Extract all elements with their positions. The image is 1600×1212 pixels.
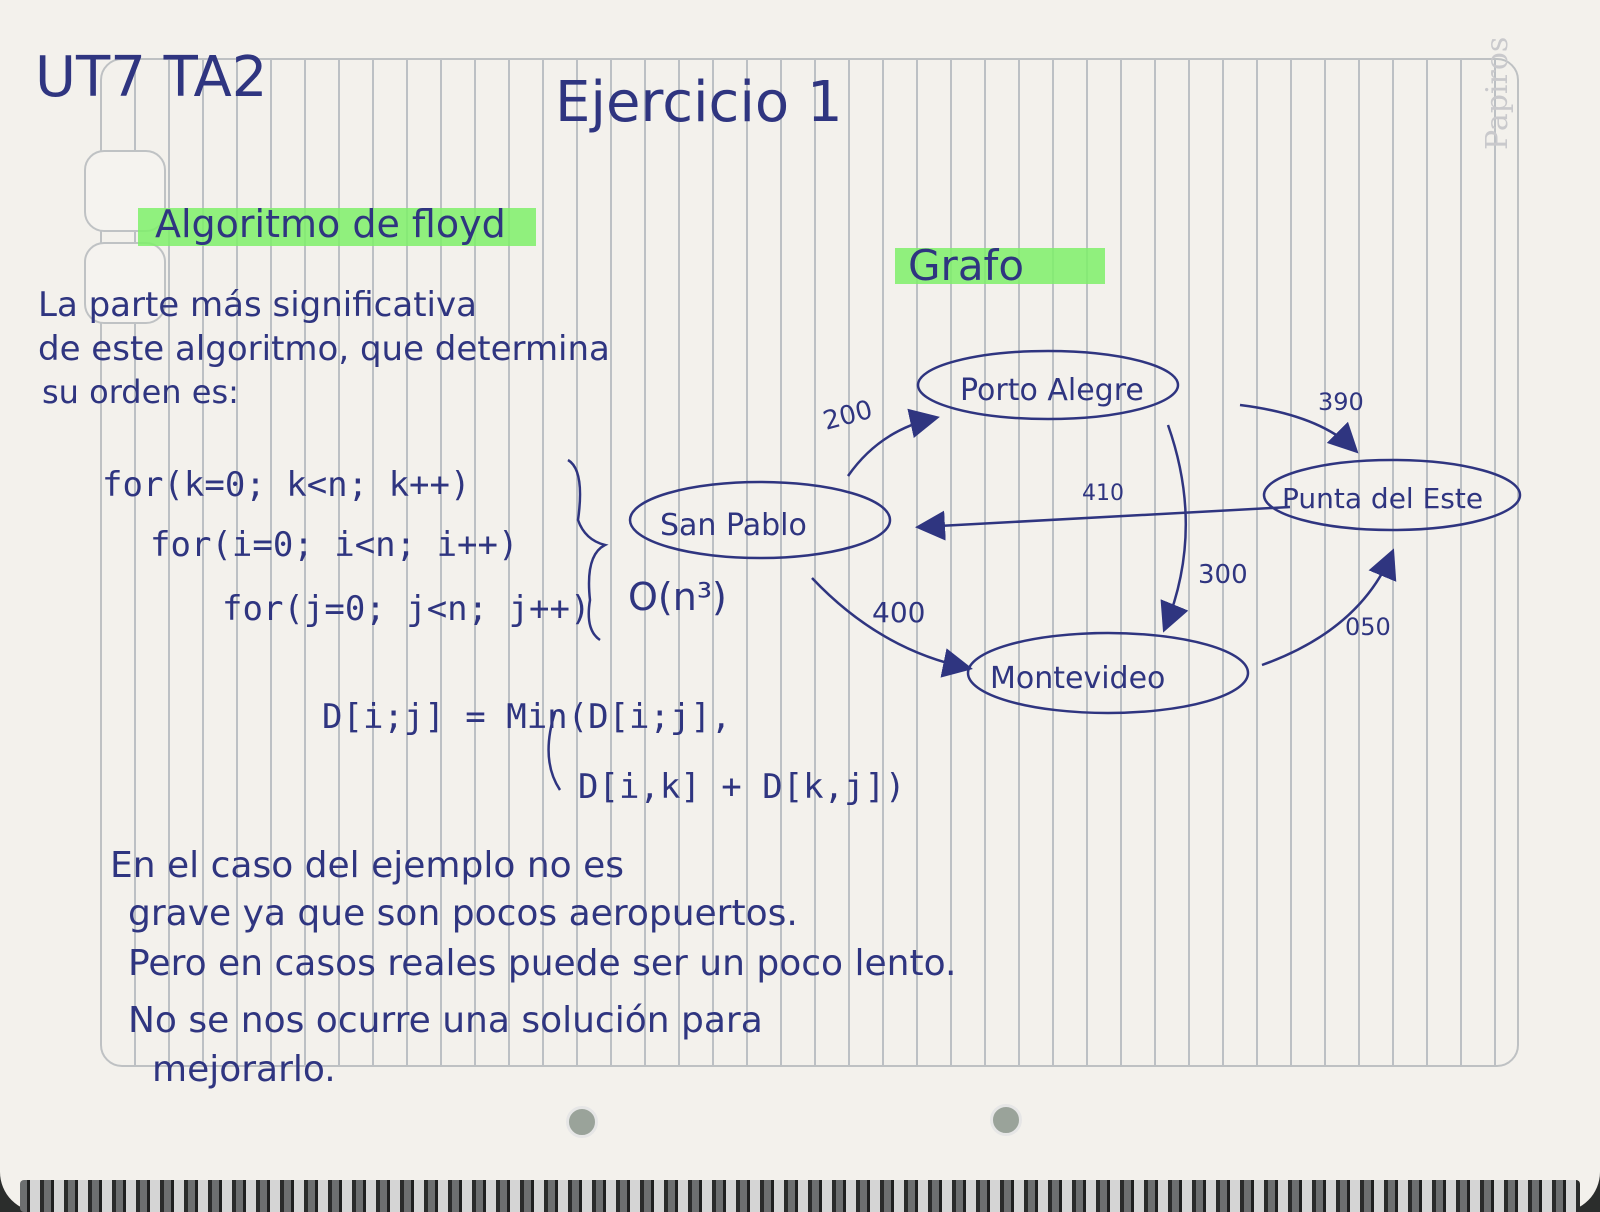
code-assign: D[i;j] = Min(D[i;j],: [322, 697, 732, 737]
label-punta-del-este: Punta del Este: [1282, 482, 1483, 515]
highlight-graph: [895, 248, 1105, 284]
edge-sp-mvd: [811, 577, 973, 678]
label-sao-pablo: San Pablo: [660, 508, 807, 543]
weight-pa-pde: 390: [1318, 388, 1364, 416]
label-porto-alegre: Porto Alegre: [960, 373, 1144, 408]
brand-logo: Papiros: [1480, 36, 1515, 150]
page-title: Ejercicio 1: [555, 70, 843, 135]
loop-brace: [567, 458, 609, 642]
paren: [547, 711, 562, 791]
algorithm-heading: Algoritmo de floyd: [155, 202, 506, 246]
graph-heading: Grafo: [908, 241, 1025, 290]
weight-sp-mvd: 400: [872, 596, 925, 629]
conclusion-line: grave ya que son pocos aeropuertos.: [128, 893, 798, 934]
weight-pde-sp: 410: [1082, 481, 1124, 506]
code-assign: D[i,k] + D[k,j]): [578, 767, 906, 807]
binding-hole: [990, 1104, 1022, 1136]
complexity-label: O(n³): [628, 575, 727, 619]
edge-sp-pa: [846, 408, 940, 477]
node-porto-alegre: [916, 349, 1180, 421]
spiral-binding: [20, 1180, 1580, 1212]
conclusion-line: mejorarlo.: [152, 1049, 336, 1090]
label-montevideo: Montevideo: [990, 661, 1165, 696]
intro-line: La parte más significativa: [38, 285, 477, 325]
conclusion-line: En el caso del ejemplo no es: [110, 845, 625, 886]
edge-pa-mvd: [1160, 424, 1189, 633]
edge-mvd-pde: [1261, 548, 1397, 667]
weight-pa-mvd: 300: [1198, 560, 1248, 590]
node-sao-pablo: [628, 480, 892, 560]
code-loop-i: for(i=0; i<n; i++): [150, 525, 519, 565]
unit-label: UT7 TA2: [35, 45, 268, 110]
edge-pde-sp: [915, 505, 1291, 541]
highlight-algorithm: [138, 208, 536, 246]
weight-mvd-pde: 050: [1345, 613, 1391, 641]
page-tab: [84, 150, 166, 232]
intro-line: su orden es:: [42, 373, 239, 411]
node-punta-del-este: [1262, 458, 1522, 532]
code-loop-j: for(j=0; j<n; j++): [222, 589, 591, 629]
weight-sp-pa: 200: [820, 395, 876, 437]
conclusion-line: Pero en casos reales puede ser un poco l…: [128, 943, 957, 984]
page-tab: [84, 242, 166, 324]
conclusion-line: No se nos ocurre una solución para: [128, 1000, 763, 1041]
binding-hole: [566, 1106, 598, 1138]
intro-line: de este algoritmo, que determina: [38, 329, 610, 369]
edge-pa-pde: [1239, 403, 1359, 454]
code-loop-k: for(k=0; k<n; k++): [102, 465, 471, 505]
